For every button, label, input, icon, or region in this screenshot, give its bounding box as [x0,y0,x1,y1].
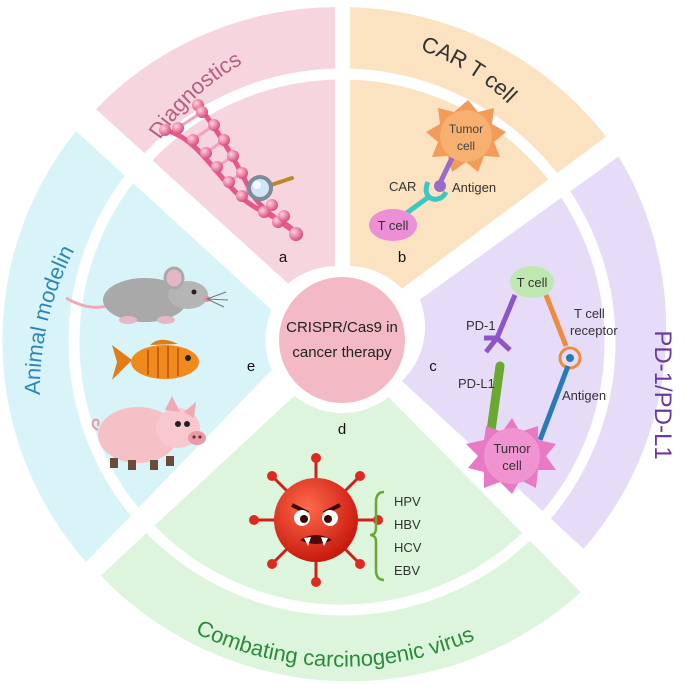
pd1-label: PD-1 [466,318,496,333]
svg-text:cell: cell [457,139,475,153]
antigen-dot [434,180,446,192]
virus-list-brace [369,490,385,582]
center-title-line1: CRISPR/Cas9 in [286,319,398,336]
letter-d: d [338,421,346,438]
letter-c: c [429,358,437,375]
svg-text:cell: cell [502,458,522,473]
tcr-label-line1: T cell [574,306,605,321]
pd1-antigen-label: Antigen [562,388,606,403]
svg-text:T cell: T cell [517,275,548,290]
pd1-t-cell-icon [510,266,554,298]
tcr-label-line2: receptor [570,323,618,338]
virus-icon [249,453,383,587]
svg-text:Tumor: Tumor [493,441,531,456]
car-t-illustration: Tumor cell CAR Antigen T cell [369,100,506,241]
antigen-label: Antigen [452,180,496,195]
virus-hbv: HBV [394,517,421,532]
letter-e: e [247,358,255,375]
letter-b: b [398,249,406,266]
t-cell-icon [369,209,417,241]
virus-hcv: HCV [394,540,422,555]
title-pd1: PD-1/PD-L1 [649,330,676,459]
pig-icon [91,396,206,470]
sector-animal [2,131,272,562]
mouse-icon [65,266,229,324]
center-title-line2: cancer therapy [292,344,392,361]
svg-text:T cell: T cell [378,218,409,233]
dna-magnifier-icon [159,99,303,241]
center-circle [273,271,411,409]
virus-hpv: HPV [394,494,421,509]
car-label: CAR [389,179,416,194]
svg-text:Tumor: Tumor [449,122,483,136]
letter-a: a [279,249,288,266]
pd1-illustration: T cell PD-1 PD-L1 T cell receptor Antige… [458,266,618,494]
pdl1-label: PD-L1 [458,376,495,391]
car-receptor-icon [423,180,449,202]
virus-ebv: EBV [394,563,420,578]
goldfish-icon [112,339,199,380]
